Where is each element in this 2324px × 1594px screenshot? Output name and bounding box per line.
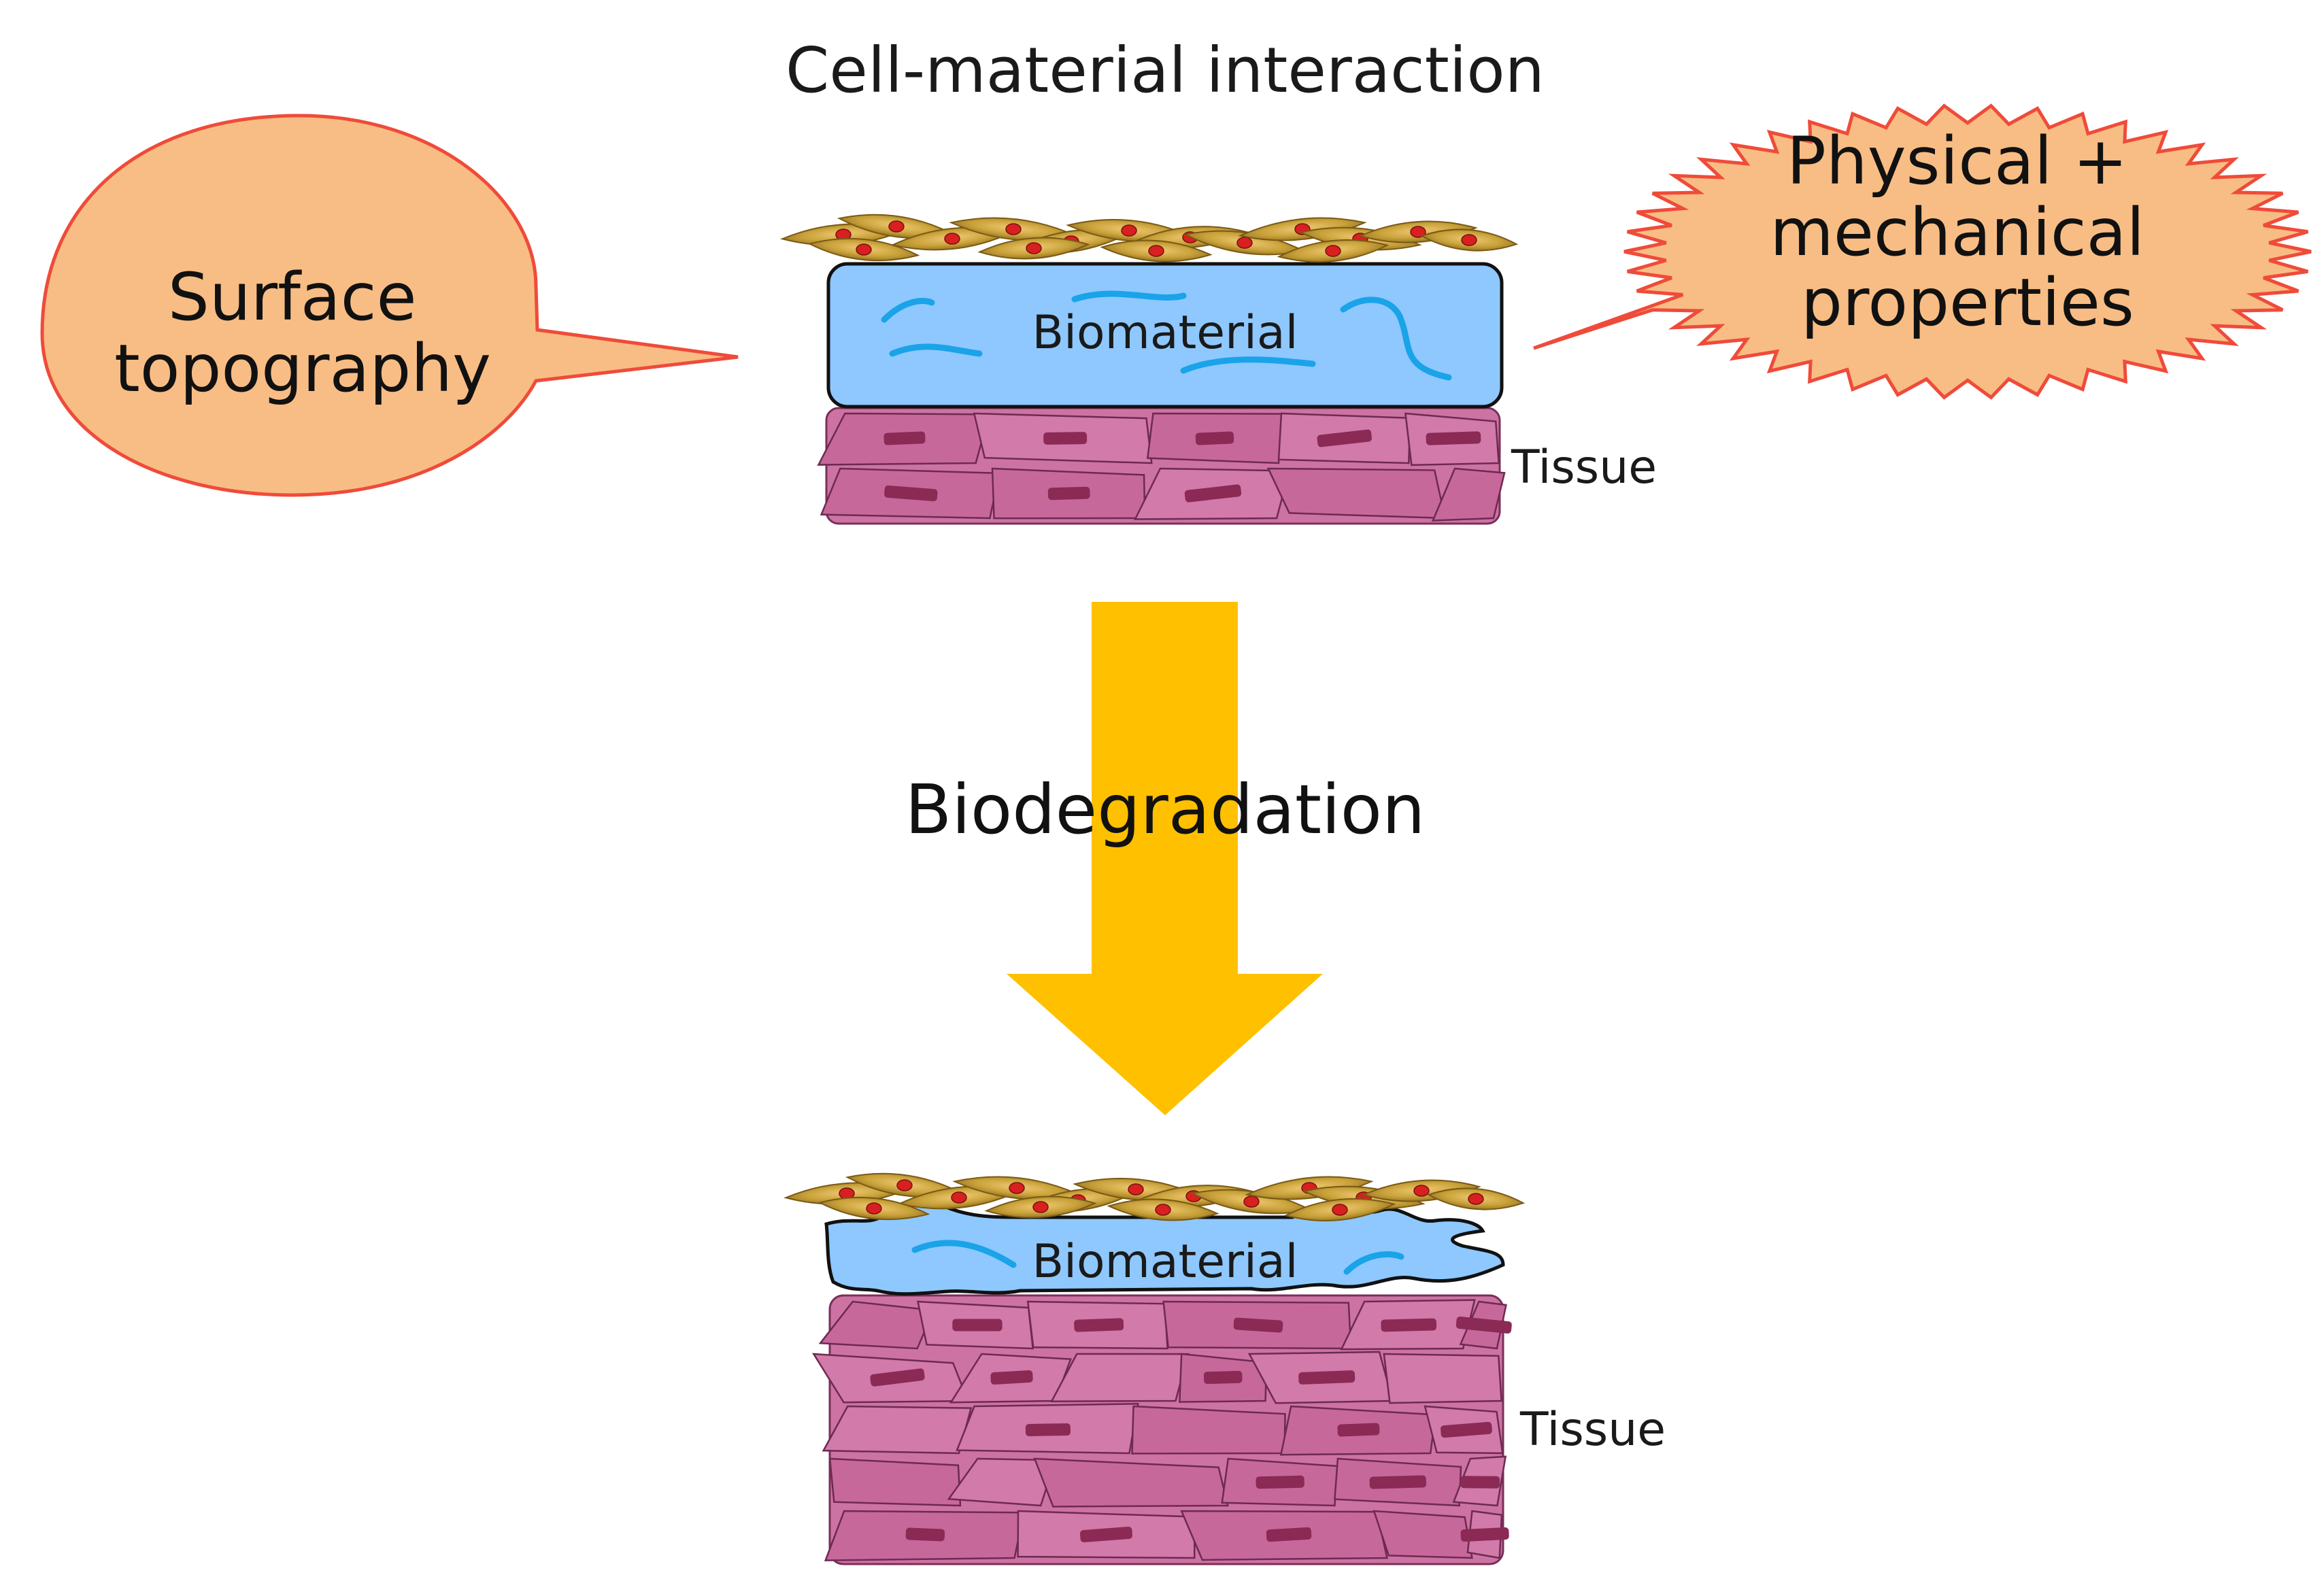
cell-nucleus xyxy=(1236,237,1253,249)
tissue-nucleus xyxy=(1369,1475,1426,1489)
physical-mechanical-callout: Physical + mechanical properties xyxy=(1533,103,2312,400)
top-biomaterial-fibers xyxy=(881,290,1452,381)
arrow-label: Biodegradation xyxy=(905,770,1426,849)
tissue-nucleus xyxy=(1233,1317,1283,1333)
bottom-cell-layer xyxy=(784,1172,1526,1222)
cell-nucleus xyxy=(1413,1185,1430,1197)
top-tissue-cells xyxy=(817,412,1506,522)
tissue-nucleus xyxy=(1256,1475,1304,1489)
cell-nucleus xyxy=(1325,245,1341,257)
tissue-nucleus xyxy=(1298,1370,1355,1385)
tissue-cell xyxy=(828,1457,962,1507)
top-stack: Biomaterial Tissue xyxy=(780,214,1657,525)
cell-nucleus xyxy=(1005,223,1022,235)
diagram-title: Cell-material interaction xyxy=(786,34,1545,107)
tissue-nucleus xyxy=(1426,431,1481,445)
tissue-nucleus xyxy=(1460,1527,1509,1542)
cell-nucleus xyxy=(856,243,872,256)
top-tissue-layer xyxy=(817,407,1506,525)
cell-nucleus xyxy=(1243,1196,1260,1208)
tissue-cell xyxy=(947,1457,1057,1507)
bottom-tissue-label: Tissue xyxy=(1519,1403,1666,1457)
left-callout-line-2: topography xyxy=(114,330,491,407)
cell-nucleus xyxy=(1009,1182,1025,1194)
tissue-nucleus xyxy=(1460,1476,1500,1489)
tissue-nucleus xyxy=(1455,1316,1512,1334)
right-callout-line-3: properties xyxy=(1801,265,2134,341)
bottom-stack: Biomaterial Tissue xyxy=(784,1172,1666,1565)
cell-nucleus xyxy=(896,1179,913,1191)
cell-nucleus xyxy=(951,1191,967,1204)
tissue-nucleus xyxy=(1184,484,1242,503)
tissue-nucleus xyxy=(1074,1318,1124,1332)
tissue-nucleus xyxy=(883,431,926,445)
tissue-nucleus xyxy=(1381,1318,1437,1332)
top-tissue-label: Tissue xyxy=(1511,441,1657,494)
tissue-nucleus xyxy=(1441,1421,1492,1438)
tissue-nucleus xyxy=(1317,429,1372,447)
top-cell-layer xyxy=(780,214,1519,263)
bottom-biomaterial-label: Biomaterial xyxy=(1032,1235,1298,1289)
tissue-cell xyxy=(1131,1405,1286,1455)
cell-nucleus xyxy=(1461,234,1477,246)
tissue-nucleus xyxy=(1195,431,1234,445)
tissue-nucleus xyxy=(870,1368,925,1387)
arrow-shape xyxy=(1007,602,1323,1115)
right-callout-line-1: Physical + xyxy=(1787,123,2127,199)
top-biomaterial-label: Biomaterial xyxy=(1032,306,1298,360)
tissue-nucleus xyxy=(1047,486,1090,501)
cell-nucleus xyxy=(1121,224,1137,237)
tissue-nucleus xyxy=(1203,1370,1243,1385)
cell-nucleus xyxy=(1026,242,1042,254)
tissue-nucleus xyxy=(952,1319,1003,1332)
biodegradation-arrow: Biodegradation xyxy=(905,602,1426,1115)
tissue-nucleus xyxy=(1043,432,1088,445)
bottom-biomaterial-fibers xyxy=(911,1240,1404,1275)
tissue-cell xyxy=(1383,1353,1502,1404)
tissue-cell xyxy=(1033,1457,1229,1508)
tissue-cell xyxy=(1266,467,1447,520)
cell-nucleus xyxy=(1032,1201,1049,1213)
cell-nucleus xyxy=(1128,1183,1144,1196)
left-callout-bubble xyxy=(40,114,739,497)
cell-nucleus xyxy=(1468,1193,1484,1205)
surface-topography-callout: Surface topography xyxy=(40,114,739,497)
bottom-tissue-cells xyxy=(811,1299,1512,1561)
tissue-nucleus xyxy=(1025,1423,1071,1436)
tissue-cell xyxy=(818,1300,935,1350)
cell-nucleus xyxy=(1155,1204,1171,1216)
left-callout-text: Surface topography xyxy=(114,259,491,407)
cell-nucleus xyxy=(1148,245,1164,257)
cell-nucleus xyxy=(866,1202,882,1215)
tissue-nucleus xyxy=(1079,1527,1133,1542)
tissue-cell xyxy=(1431,467,1506,522)
tissue-cell xyxy=(1372,1510,1473,1559)
tissue-nucleus xyxy=(1337,1423,1380,1437)
cell-nucleus xyxy=(1410,226,1426,238)
tissue-nucleus xyxy=(905,1527,945,1542)
bottom-tissue-layer xyxy=(811,1294,1512,1565)
right-callout-burst xyxy=(1533,103,2312,400)
cell-nucleus xyxy=(944,233,960,245)
top-biomaterial-layer: Biomaterial xyxy=(826,262,1504,409)
tissue-nucleus xyxy=(1266,1527,1312,1542)
tissue-nucleus xyxy=(990,1370,1033,1385)
tissue-cell xyxy=(1050,1353,1190,1402)
tissue-nucleus xyxy=(884,485,938,502)
right-callout-line-2: mechanical xyxy=(1770,194,2144,271)
cell-nucleus xyxy=(1332,1204,1348,1216)
left-callout-line-1: Surface xyxy=(168,259,417,335)
cell-nucleus xyxy=(888,220,905,233)
tissue-cell xyxy=(822,1405,973,1455)
bottom-biomaterial-layer: Biomaterial xyxy=(824,1200,1505,1296)
right-callout-text: Physical + mechanical properties xyxy=(1770,123,2165,341)
